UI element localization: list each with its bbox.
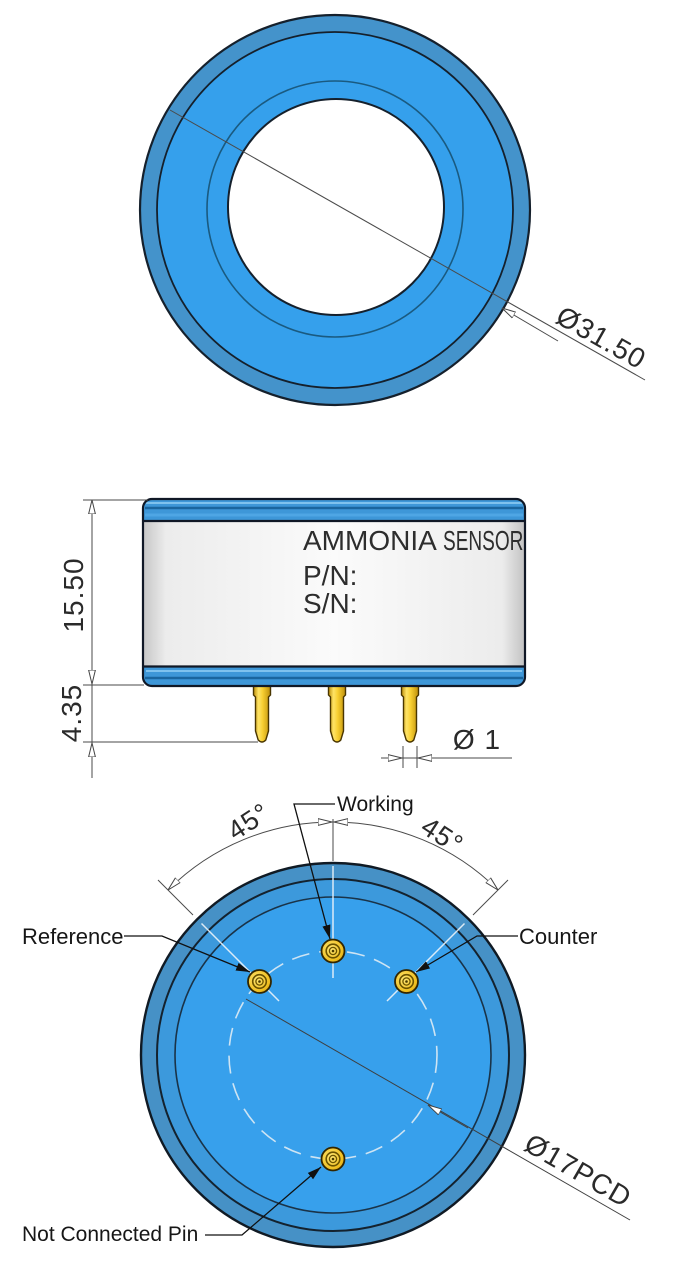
top-view-diameter-arrow [502,308,559,342]
side-view-body-outline [141,497,527,688]
not-connected-pin [320,1146,346,1172]
working-leader [293,803,335,940]
bottom-view-leaders [124,803,518,1236]
counter-leader [415,935,518,973]
bottom-view-pcd-dim [245,998,631,1221]
serial-number-label: S/N: [303,588,358,619]
side-pin-1 [252,685,272,743]
sensor-label-sensor: SENSOR [442,525,524,556]
pin-length-dim-text: 4.35 [56,683,87,743]
top-view-diameter-dim-line [169,109,646,381]
reference-pin-label: Reference [22,924,124,949]
counter-pin-label: Counter [519,924,598,949]
side-view-pin-dia-dim [381,746,512,768]
side-pin-3 [400,685,420,743]
reference-pin [247,969,272,994]
side-view-pins [252,685,420,743]
bottom-view-pins [247,938,419,1172]
bottom-view [124,803,631,1249]
counter-pin [394,969,419,994]
side-view-body [143,499,525,686]
sensor-label-ammonia: AMMONIA [303,525,437,556]
bottom-view-angle-dims [157,819,509,916]
top-view [138,13,646,407]
not-connected-leader [205,1166,322,1236]
side-pin-2 [327,685,347,743]
reference-leader [124,935,251,973]
part-number-label: P/N: [303,560,358,591]
side-view-height-dims [83,499,258,778]
pin-diameter-dim-text: Ø 1 [452,724,502,755]
working-pin [320,938,346,964]
working-pin-label: Working [337,793,414,816]
body-height-dim-text: 15.50 [58,557,89,633]
side-view-bottom-band [143,666,525,686]
top-view-aperture-circle [227,98,445,316]
top-view-inner-ring-circle [206,80,464,338]
not-connected-pin-label: Not Connected Pin [22,1223,199,1246]
side-view [83,497,527,778]
